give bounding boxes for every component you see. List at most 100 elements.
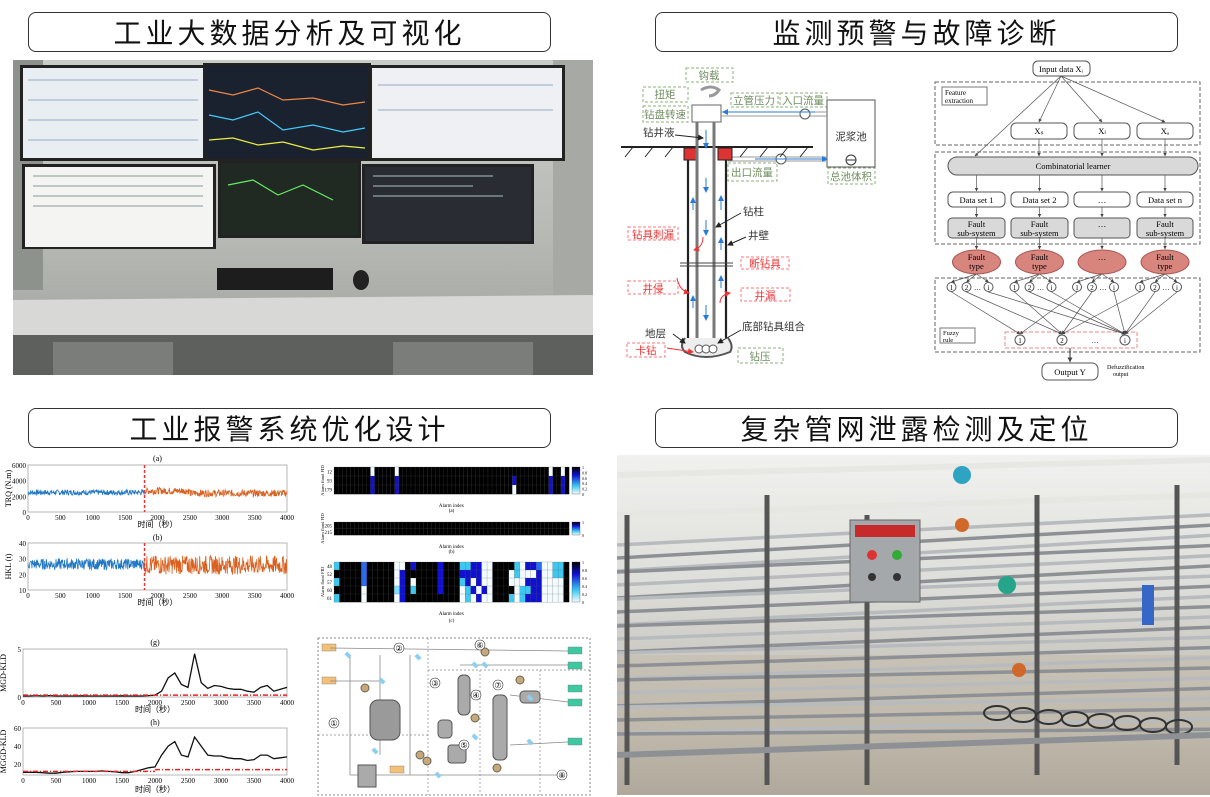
rule-input-node bbox=[1072, 282, 1082, 292]
heatmap-cell bbox=[483, 521, 489, 529]
heatmap-cell bbox=[370, 475, 375, 486]
arrow bbox=[1038, 75, 1062, 123]
arrow bbox=[1091, 273, 1103, 283]
heatmap-cell bbox=[552, 521, 558, 529]
section-title-pipeline: 复杂管网泄露检测及定位 bbox=[655, 408, 1178, 448]
heatmap-cell bbox=[355, 577, 362, 587]
heatmap-cell bbox=[404, 585, 411, 595]
heatmap-cell bbox=[382, 466, 387, 477]
heatmap-cell bbox=[374, 466, 379, 477]
heatmap-cell bbox=[528, 521, 533, 529]
rule-output-label: i bbox=[1124, 337, 1126, 345]
heatmap-cell bbox=[435, 528, 440, 536]
heatmap-cell bbox=[563, 577, 570, 587]
x-axis-label: 时间（秒） bbox=[135, 784, 175, 794]
rule-output-label: 2 bbox=[1060, 337, 1064, 345]
heatmap-cell bbox=[372, 577, 379, 587]
heatmap-cell bbox=[390, 475, 396, 486]
heatmap-cell bbox=[552, 593, 559, 603]
heatmap-cell bbox=[544, 528, 550, 536]
chart-title: (g) bbox=[150, 638, 160, 647]
combinatorial-learner-node: Combinatorial learner bbox=[1036, 161, 1111, 171]
heatmap-cell bbox=[427, 521, 432, 529]
rule-output-label: … bbox=[1092, 337, 1099, 345]
heatmap-cell bbox=[333, 561, 340, 571]
heatmap-cell bbox=[390, 528, 396, 536]
heatmap-cell bbox=[528, 475, 533, 486]
arrow bbox=[951, 291, 1021, 335]
heatmap-cell bbox=[451, 475, 456, 486]
rule-output-label: 1 bbox=[1018, 337, 1022, 345]
y-tick-label: 0 bbox=[18, 694, 22, 702]
instrument-marker bbox=[344, 651, 352, 659]
subsystem-label: sub-system bbox=[1146, 228, 1185, 238]
heatmap-cell bbox=[544, 475, 550, 486]
heatmap-cell bbox=[366, 577, 373, 587]
row-label: 205 bbox=[325, 524, 333, 529]
chart-title: (b) bbox=[153, 533, 163, 542]
heatmap-cell bbox=[355, 585, 362, 595]
subsystem-label: … bbox=[1098, 219, 1107, 229]
heatmap-cell bbox=[514, 585, 521, 595]
heatmap-cell bbox=[465, 569, 471, 579]
heatmap-cell bbox=[390, 466, 396, 477]
y-tick-label: 40 bbox=[14, 743, 22, 751]
desk-surface bbox=[13, 295, 593, 335]
arrow bbox=[1061, 291, 1141, 335]
arrow bbox=[976, 273, 989, 283]
x-tick-label: 3500 bbox=[247, 777, 262, 785]
heatmap-cell bbox=[366, 593, 373, 603]
defuzzification-label: Defuzzification bbox=[1107, 364, 1144, 371]
chart-title: (a) bbox=[449, 509, 455, 514]
stream-tag bbox=[567, 684, 583, 693]
feature-extraction-label: extraction bbox=[945, 97, 973, 105]
heatmap-cell bbox=[491, 466, 497, 477]
pipe bbox=[617, 676, 1210, 695]
y-axis-label: MGD-KLD bbox=[0, 654, 8, 692]
heatmap-cell bbox=[532, 528, 537, 536]
heatmap-cell bbox=[481, 561, 488, 571]
heatmap-cell bbox=[437, 561, 444, 571]
zone-marker bbox=[470, 689, 482, 701]
heatmap-cell bbox=[394, 521, 400, 529]
heatmap-cell bbox=[514, 593, 521, 603]
heatmap-cell bbox=[516, 475, 521, 486]
heatmap-cell bbox=[426, 593, 433, 603]
signal-series bbox=[144, 486, 190, 496]
label-lost-circulation: 井漏 bbox=[755, 289, 776, 302]
x-tick-label: 4000 bbox=[280, 592, 295, 600]
heatmap-cell bbox=[410, 585, 417, 595]
arrow bbox=[1060, 75, 1103, 123]
heatmap-cell bbox=[552, 585, 559, 595]
rule-input-label: 1 bbox=[1013, 284, 1017, 292]
heatmap-cell bbox=[361, 593, 368, 603]
heatmap-cell bbox=[346, 475, 351, 486]
label-torque: 扭矩 bbox=[655, 88, 676, 101]
heatmap-cell bbox=[514, 561, 521, 571]
heat-exchanger bbox=[492, 763, 502, 773]
heatmap-cell bbox=[443, 475, 448, 486]
heatmap-cell bbox=[486, 577, 493, 587]
heatmap-cell bbox=[350, 585, 357, 595]
heatmap-cell bbox=[544, 466, 550, 477]
heatmap-cell bbox=[410, 577, 417, 587]
heatmap-cell bbox=[378, 475, 383, 486]
heatmap-cell bbox=[547, 577, 553, 587]
heatmap-cell bbox=[463, 466, 469, 477]
heatmap-cell bbox=[421, 585, 428, 595]
heatmap-cell bbox=[361, 585, 368, 595]
heatmap-cell bbox=[552, 466, 558, 477]
heatmap-cell bbox=[475, 561, 482, 571]
heatmap-cell bbox=[374, 475, 379, 486]
x-axis-label: 时间（秒） bbox=[135, 704, 175, 714]
label-stuck-pipe: 卡钻 bbox=[636, 344, 657, 357]
heatmap-cell bbox=[454, 561, 460, 571]
fault-type-label: … bbox=[1098, 252, 1107, 262]
heatmap-cell bbox=[479, 521, 485, 529]
heatmap-cell bbox=[337, 466, 343, 477]
heatmap-cell bbox=[346, 528, 351, 536]
heatmap-cell bbox=[540, 528, 545, 536]
heatmap-cell bbox=[536, 466, 541, 477]
heatmap-cell bbox=[431, 528, 436, 536]
x-axis-label: Alarm index bbox=[439, 612, 465, 617]
